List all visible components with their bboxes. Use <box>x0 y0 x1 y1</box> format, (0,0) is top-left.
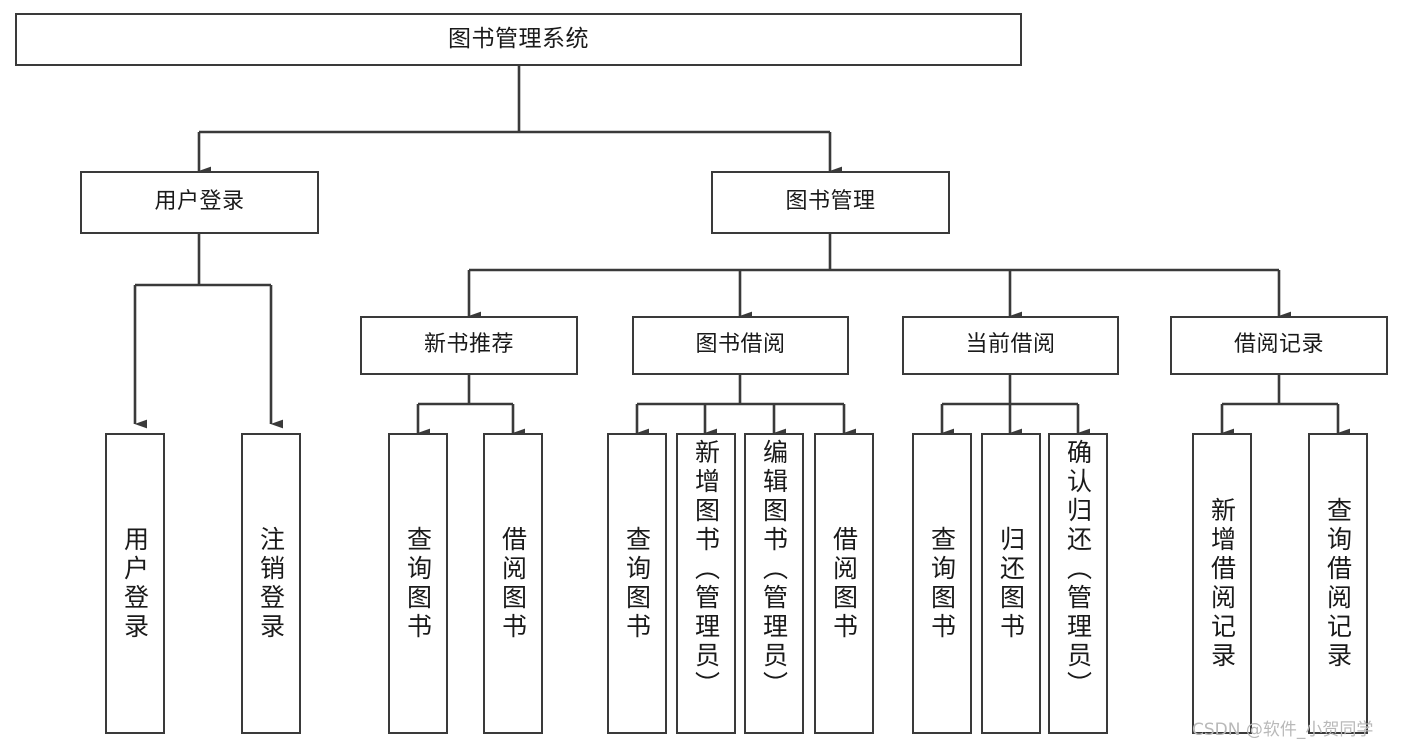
node-current-borrow[interactable]: 当前借阅 <box>902 316 1119 375</box>
node-label: 图书借阅 <box>695 332 786 358</box>
node-leaf-return-book[interactable]: 归还图书 <box>981 433 1041 734</box>
node-label: 借阅图书 <box>498 525 528 642</box>
node-leaf-user-login[interactable]: 用户登录 <box>105 433 165 734</box>
node-label: 当前借阅 <box>965 332 1056 358</box>
node-leaf-borrow-book-1[interactable]: 借阅图书 <box>483 433 543 734</box>
node-label: 新书推荐 <box>423 332 514 358</box>
node-label: 注销登录 <box>256 525 286 642</box>
node-leaf-edit-book[interactable]: 编辑图书（管理员） <box>744 433 804 734</box>
node-label: 借阅记录 <box>1233 332 1324 358</box>
node-label: 查询借阅记录 <box>1323 496 1353 671</box>
node-leaf-query-book-3[interactable]: 查询图书 <box>912 433 972 734</box>
node-label: 查询图书 <box>622 525 652 642</box>
node-book-management[interactable]: 图书管理 <box>711 171 950 234</box>
node-user-login[interactable]: 用户登录 <box>80 171 319 234</box>
node-label: 借阅图书 <box>829 525 859 642</box>
node-label: 查询图书 <box>927 525 957 642</box>
node-leaf-query-book-2[interactable]: 查询图书 <box>607 433 667 734</box>
node-leaf-query-book-1[interactable]: 查询图书 <box>388 433 448 734</box>
node-leaf-borrow-book-2[interactable]: 借阅图书 <box>814 433 874 734</box>
node-leaf-logout[interactable]: 注销登录 <box>241 433 301 734</box>
node-label: 确认归还（管理员） <box>1063 439 1093 700</box>
node-label: 新增图书（管理员） <box>691 439 721 700</box>
node-root-book-management-system[interactable]: 图书管理系统 <box>15 13 1022 66</box>
node-label: 用户登录 <box>120 525 150 642</box>
node-label: 归还图书 <box>996 525 1026 642</box>
node-label: 图书管理系统 <box>448 25 589 52</box>
node-leaf-add-book[interactable]: 新增图书（管理员） <box>676 433 736 734</box>
node-leaf-query-record[interactable]: 查询借阅记录 <box>1308 433 1368 734</box>
node-label: 编辑图书（管理员） <box>759 439 789 700</box>
node-label: 查询图书 <box>403 525 433 642</box>
node-borrow-record[interactable]: 借阅记录 <box>1170 316 1388 375</box>
node-label: 图书管理 <box>785 189 876 215</box>
csdn-watermark: CSDN @软件_小贺同学 <box>1192 720 1374 740</box>
node-new-book-recommend[interactable]: 新书推荐 <box>360 316 578 375</box>
node-label: 用户登录 <box>154 189 245 215</box>
node-leaf-add-record[interactable]: 新增借阅记录 <box>1192 433 1252 734</box>
node-label: 新增借阅记录 <box>1207 496 1237 671</box>
node-leaf-confirm-return[interactable]: 确认归还（管理员） <box>1048 433 1108 734</box>
node-book-borrow[interactable]: 图书借阅 <box>632 316 849 375</box>
